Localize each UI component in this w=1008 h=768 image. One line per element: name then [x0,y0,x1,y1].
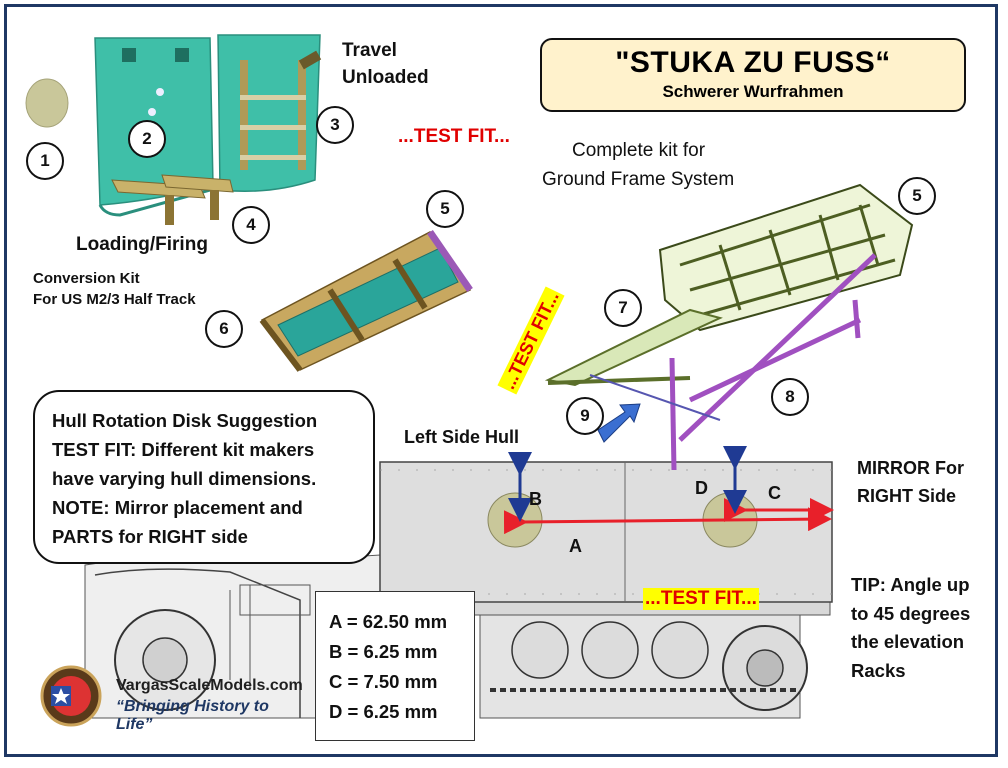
conversion-kit-label: Conversion Kit [33,270,140,287]
brand-slogan: “Bringing History to Life” [116,698,269,733]
tip-line: Racks [851,659,906,681]
part-4-brackets [111,174,234,225]
part-number-8: 8 [771,378,809,416]
hull-side-panel [379,461,833,603]
note-line: NOTE: Mirror placement and [52,497,303,518]
logo-seal-icon [40,665,102,727]
dimension-d-value: D = 6.25 mm [329,701,438,722]
dimension-b-value: B = 6.25 mm [329,641,438,662]
part-3-plate [217,34,322,192]
ground-frame-label: Ground Frame System [542,169,735,190]
mirror-label: MIRROR For [857,458,964,478]
dimension-a-letter: A [569,536,582,556]
tip-line: TIP: Angle up [851,574,970,595]
part-9-arrow-icon [597,403,641,443]
part-number-6: 6 [205,310,243,348]
loading-firing-label: Loading/Firing [76,234,208,255]
dimension-a-value: A = 62.50 mm [329,611,448,632]
left-side-hull-label: Left Side Hull [404,427,520,447]
part-number-2: 2 [128,120,166,158]
brand-logo: VargasScaleModels.com “Bringing History … [44,666,303,733]
conversion-kit-sub-label: For US M2/3 Half Track [33,291,196,308]
title-box: "STUKA ZU FUSS“ Schwerer Wurfrahmen [540,38,966,112]
part-number-5a: 5 [426,190,464,228]
dimension-d-letter: D [695,478,708,498]
dimension-c-letter: C [768,483,781,503]
tip-note: TIP: Angle up to 45 degrees the elevatio… [851,571,970,685]
brand-name: VargasScaleModels.com [116,677,303,694]
unloaded-label: Unloaded [342,67,429,88]
part-number-5b: 5 [898,177,936,215]
page-subtitle: Schwerer Wurfrahmen [662,82,844,101]
travel-label: Travel [342,40,397,61]
test-fit-label-hull: ...TEST FIT... [643,588,759,610]
note-line: Hull Rotation Disk Suggestion [52,410,318,431]
note-line: have varying hull dimensions. [52,468,317,489]
test-fit-label-top: ...TEST FIT... [398,126,510,147]
part-6-crate [259,230,473,372]
page-title: "STUKA ZU FUSS“ [615,46,891,79]
note-line: TEST FIT: Different kit makers [52,439,315,460]
tip-line: the elevation [851,631,965,652]
dimensions-table: A = 62.50 mm B = 6.25 mm C = 7.50 mm D =… [315,591,475,741]
right-side-label: RIGHT Side [857,486,957,506]
part-number-4: 4 [232,206,270,244]
complete-kit-label: Complete kit for [572,140,706,161]
part-1-disk [25,78,69,128]
tip-line: to 45 degrees [851,602,971,624]
part-number-3: 3 [316,106,354,144]
note-line: PARTS for RIGHT side [52,526,248,547]
part-8-legs [669,253,877,471]
part-number-1: 1 [26,142,64,180]
dimension-b-letter: B [529,489,542,509]
part-8-brace [589,374,721,421]
part-number-9: 9 [566,397,604,435]
dimension-c-value: C = 7.50 mm [329,671,438,692]
part-number-7: 7 [604,289,642,327]
part-5-7-frame [544,183,914,387]
hull-rotation-note: Hull Rotation Disk Suggestion TEST FIT: … [33,390,375,564]
